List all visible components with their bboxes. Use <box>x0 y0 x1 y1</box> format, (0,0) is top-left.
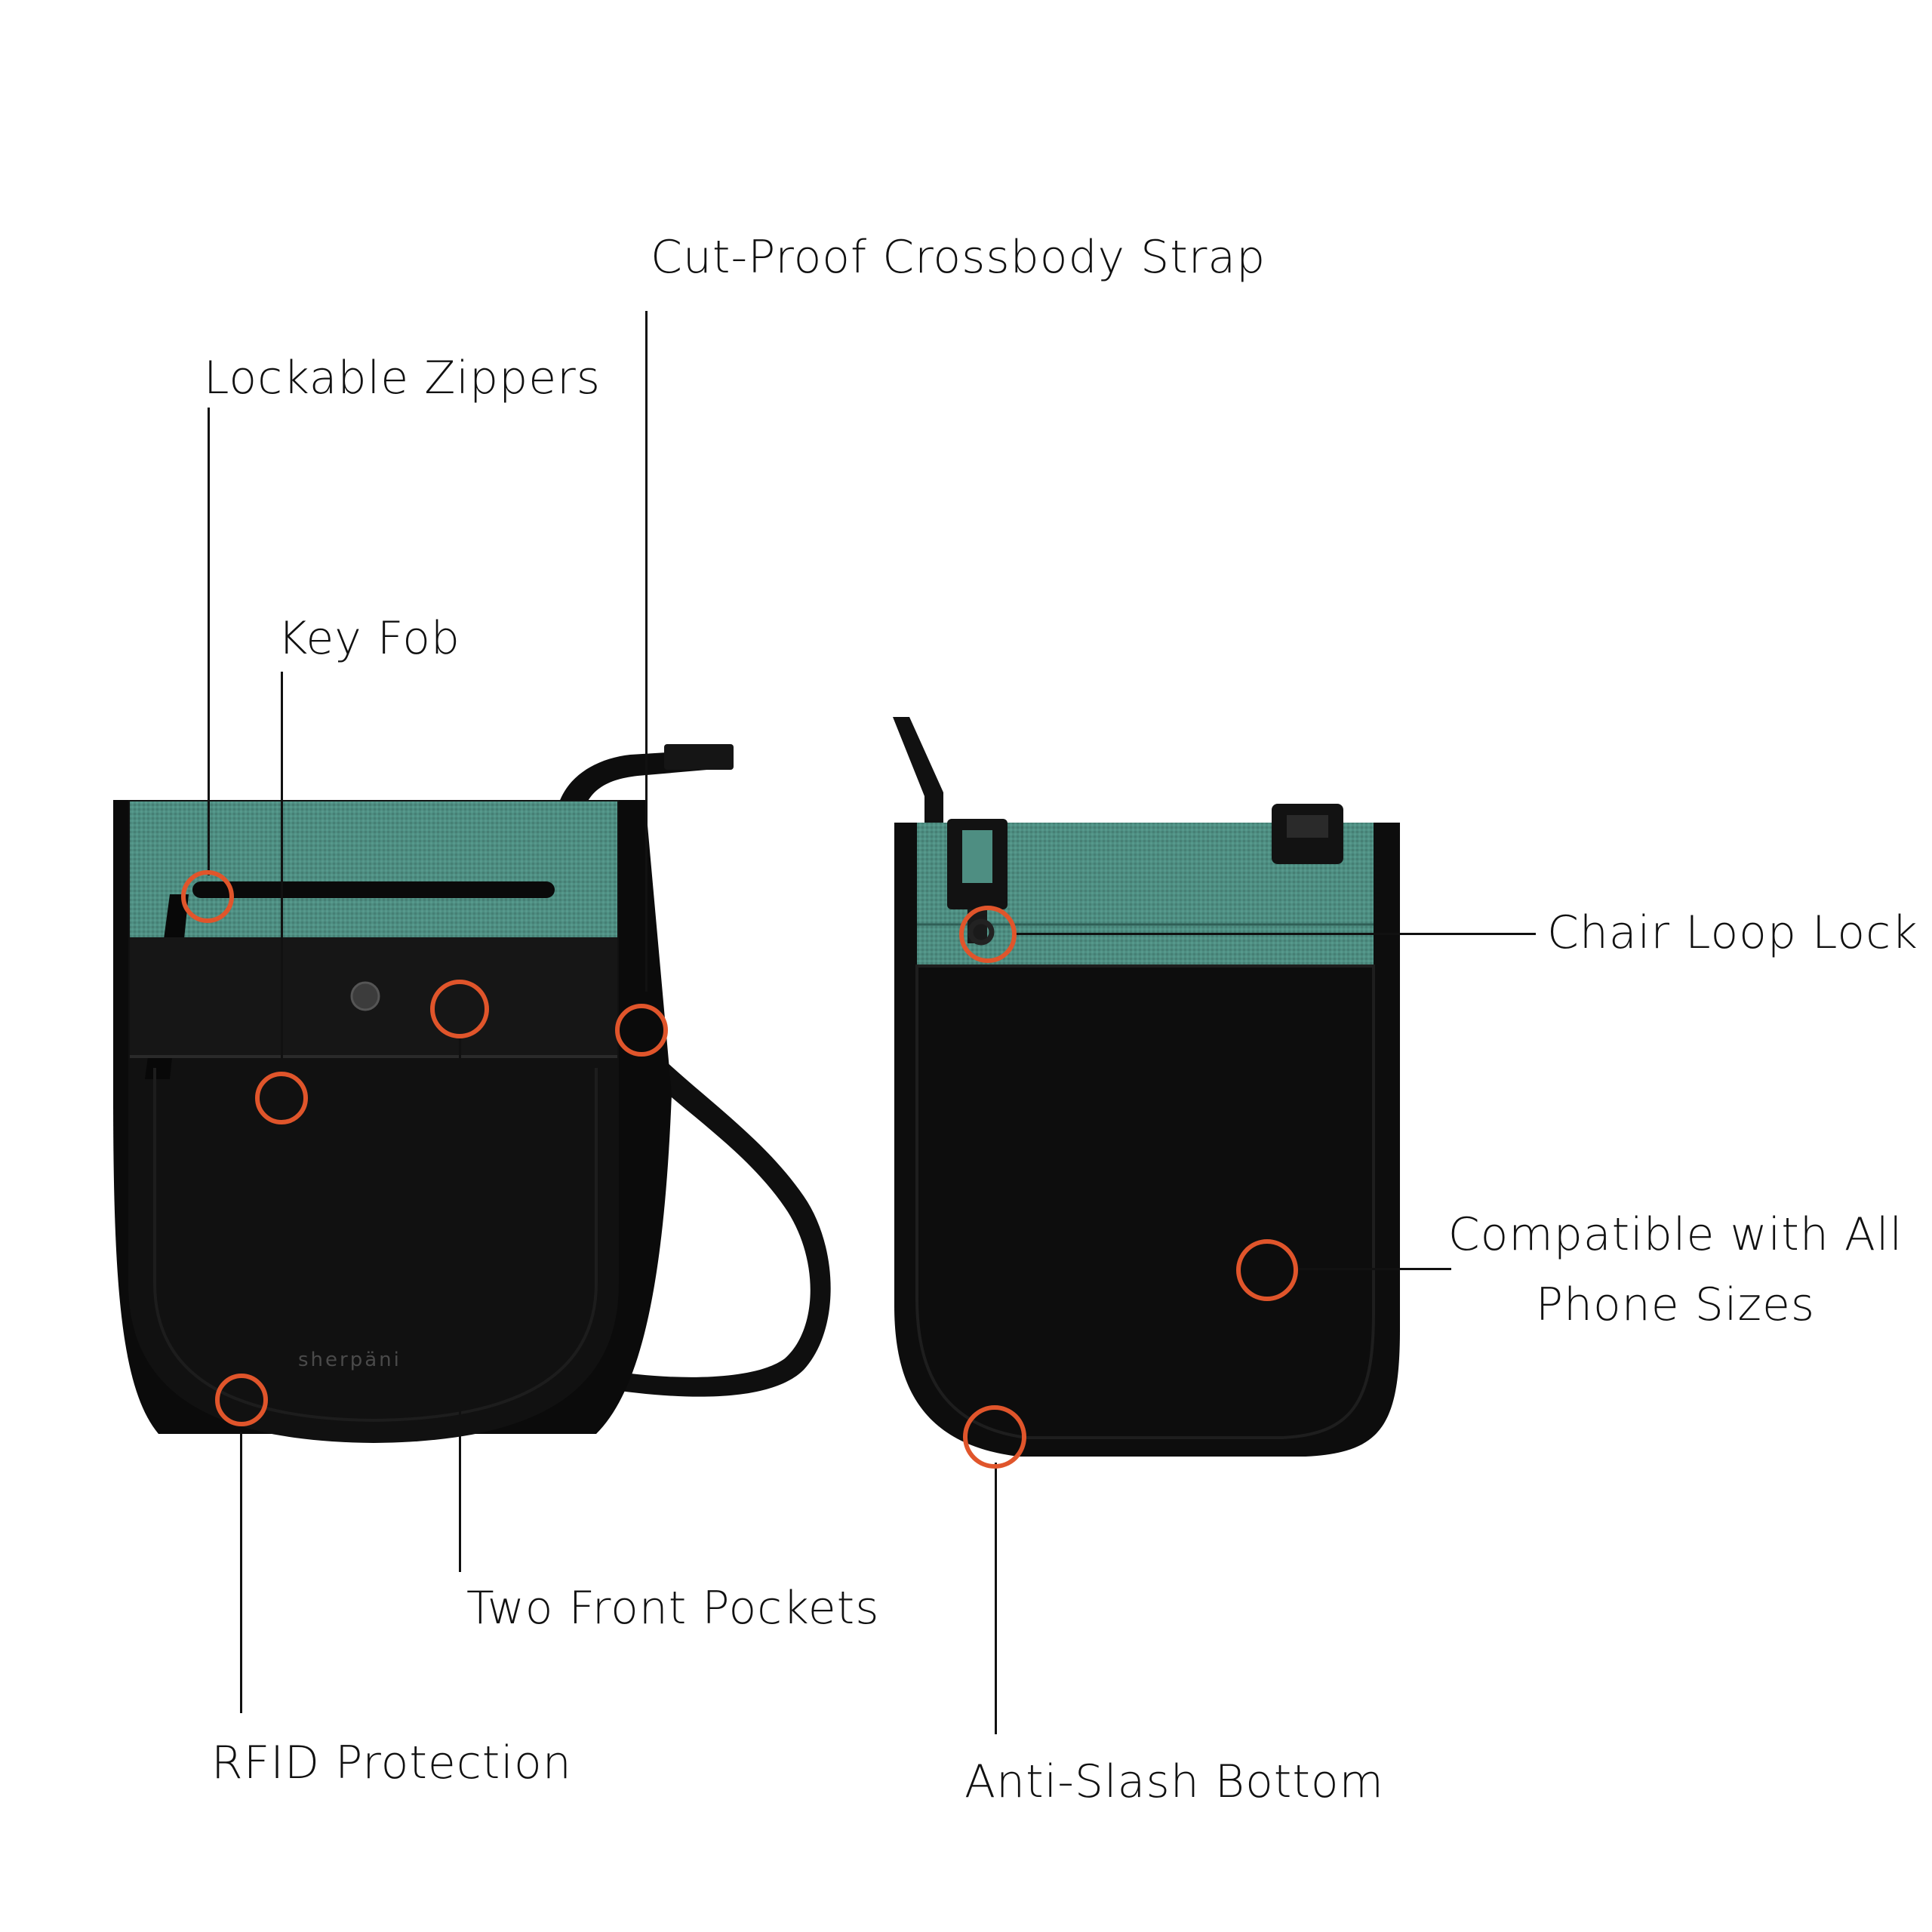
leader-compatible <box>1297 1268 1451 1270</box>
front-bag-zipper <box>192 881 555 898</box>
marker-key-fob <box>255 1072 308 1124</box>
back-bag-lower-panel <box>915 964 1375 1439</box>
front-bag-strap-tab <box>664 744 734 770</box>
label-chair-loop-lock: Chair Loop Lock <box>1547 906 1918 959</box>
label-key-fob: Key Fob <box>278 612 461 665</box>
label-lockable-zippers: Lockable Zippers <box>204 352 601 405</box>
leader-cut-proof-strap <box>645 311 648 992</box>
marker-two-front-pockets <box>430 980 489 1038</box>
front-bag-snap-button <box>350 981 380 1011</box>
leader-chair-loop-lock <box>1014 933 1536 935</box>
label-anti-slash: Anti-Slash Bottom <box>964 1755 1385 1808</box>
marker-cut-proof-strap <box>615 1004 668 1057</box>
back-bag <box>893 717 1400 1457</box>
marker-chair-loop-lock <box>959 906 1017 963</box>
leader-rfid <box>240 1432 242 1713</box>
front-bag: sherpäni <box>113 744 831 1443</box>
leader-key-fob <box>281 672 283 1061</box>
marker-anti-slash <box>963 1405 1026 1469</box>
leader-lockable-zippers <box>208 408 210 875</box>
marker-compatible <box>1236 1239 1298 1301</box>
marker-lockable-zippers <box>181 870 234 923</box>
leader-two-front-pockets <box>459 1036 461 1572</box>
front-bag-pocket-seam <box>153 1068 598 1423</box>
front-bag-brand: sherpäni <box>298 1349 401 1371</box>
label-compatible-line2: Phone Sizes <box>1535 1278 1816 1331</box>
label-rfid: RFID Protection <box>211 1737 572 1789</box>
label-compatible-line1: Compatible with All <box>1447 1208 1903 1261</box>
label-two-front-pockets: Two Front Pockets <box>466 1582 880 1635</box>
label-compatible: Compatible with All Phone Sizes <box>1445 1200 1906 1340</box>
label-cut-proof-strap: Cut-Proof Crossbody Strap <box>651 231 1266 284</box>
marker-rfid <box>215 1374 268 1426</box>
back-bag-strap-stub <box>893 717 943 823</box>
leader-anti-slash <box>995 1463 997 1734</box>
front-bag-strap-loop <box>604 1045 831 1397</box>
